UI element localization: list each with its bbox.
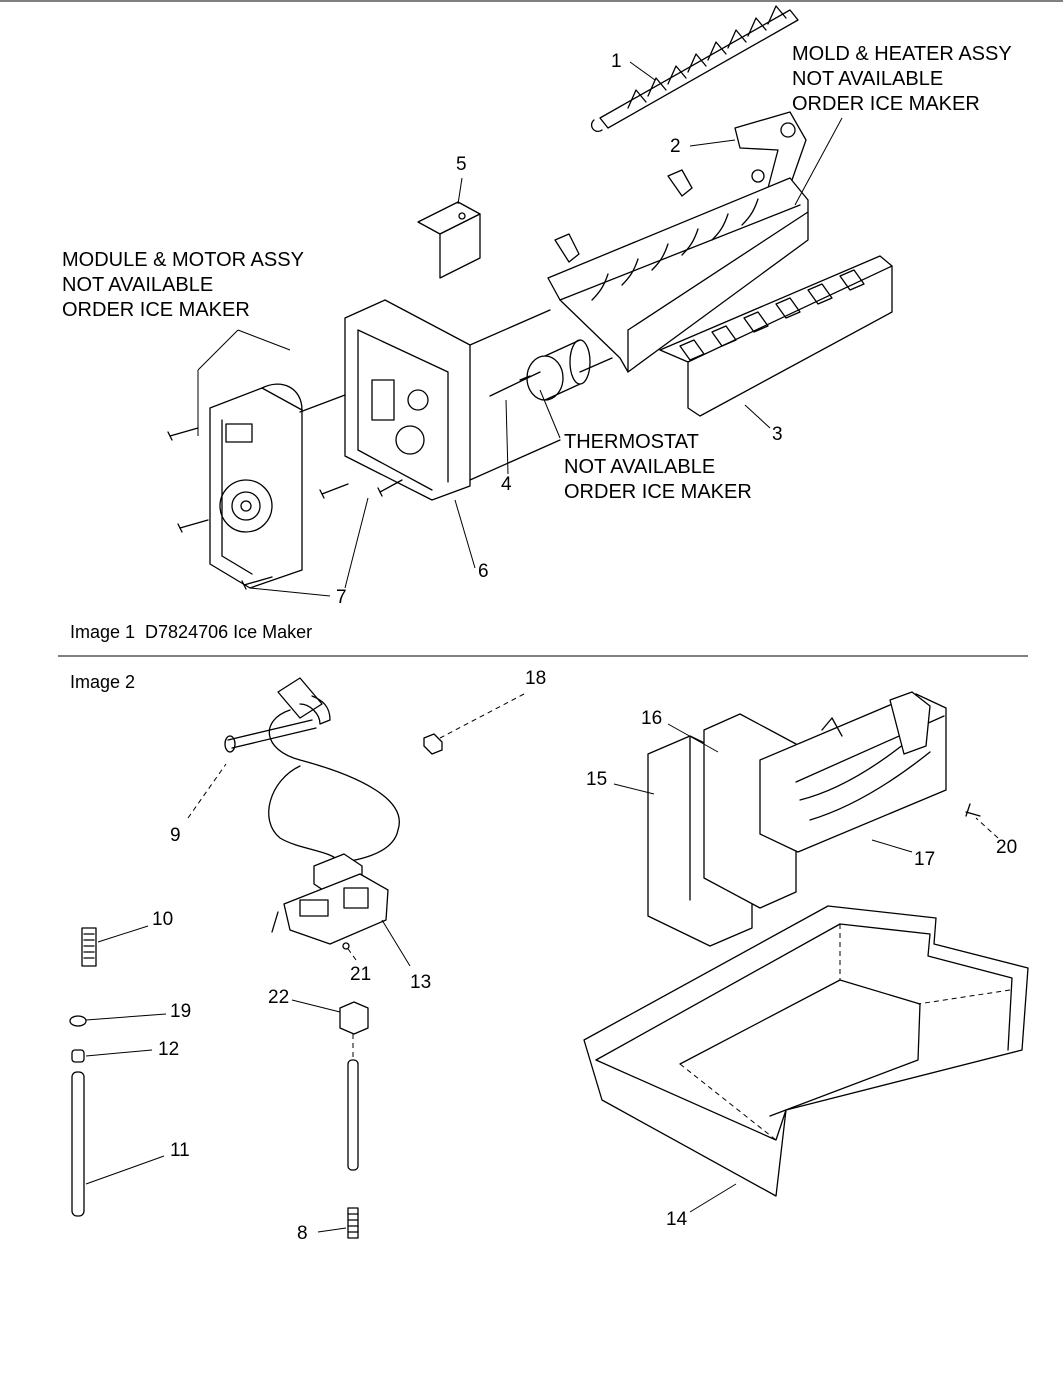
callout-3: 3 — [772, 424, 783, 445]
module-note-line-3: ORDER ICE MAKER — [62, 299, 250, 321]
callout-9: 9 — [170, 825, 181, 846]
image1-caption: Image 1 D7824706 Ice Maker — [70, 622, 312, 642]
callout-22: 22 — [268, 987, 289, 1008]
thermostat-part — [489, 339, 613, 401]
thermostat-note-line-2: NOT AVAILABLE — [564, 456, 715, 478]
control-housing-part — [344, 299, 561, 501]
mounting-bracket-part — [417, 201, 481, 279]
nut-rod-part — [339, 1001, 369, 1239]
module-note-line-1: MODULE & MOTOR ASSY — [62, 249, 304, 271]
image2-caption: Image 2 — [70, 672, 135, 692]
module-motor-part — [209, 383, 346, 589]
image2-leader-lines — [85, 693, 999, 1233]
callout-16: 16 — [641, 708, 662, 729]
ice-stripper-part — [659, 255, 893, 417]
mold-note-line-2: NOT AVAILABLE — [792, 68, 943, 90]
clip-part — [423, 733, 443, 755]
ring-part — [69, 1015, 87, 1027]
mold-note-line-3: ORDER ICE MAKER — [792, 93, 980, 115]
callout-8: 8 — [297, 1223, 308, 1244]
water-valve-assembly-part — [224, 677, 400, 950]
ice-bucket-part — [583, 905, 1029, 1197]
callout-17: 17 — [914, 849, 935, 870]
ejector-blade-part — [590, 5, 799, 133]
callout-13: 13 — [410, 972, 431, 993]
callout-15: 15 — [586, 769, 607, 790]
screw-part — [965, 803, 981, 817]
callout-11: 11 — [170, 1140, 190, 1161]
ice-mold-part — [547, 169, 809, 373]
screw-set-part — [167, 427, 403, 590]
callout-21: 21 — [350, 964, 371, 985]
callout-2: 2 — [670, 136, 681, 157]
callout-19: 19 — [170, 1001, 191, 1022]
coil-part — [81, 927, 97, 967]
callout-1: 1 — [611, 51, 622, 72]
callout-10: 10 — [152, 909, 173, 930]
callout-4: 4 — [501, 474, 512, 495]
mold-note-line-1: MOLD & HEATER ASSY — [792, 43, 1012, 65]
icemaker-assembly-part — [647, 691, 947, 947]
callout-12: 12 — [158, 1039, 179, 1060]
thermostat-note-line-1: THERMOSTAT — [564, 431, 699, 453]
callout-6: 6 — [478, 561, 489, 582]
cap-part — [71, 1049, 85, 1063]
callout-14: 14 — [666, 1209, 688, 1230]
thermostat-note-line-3: ORDER ICE MAKER — [564, 481, 752, 503]
module-note-line-2: NOT AVAILABLE — [62, 274, 213, 296]
image1-leader-lines — [197, 61, 843, 597]
callout-7: 7 — [336, 587, 347, 608]
callout-20: 20 — [996, 837, 1017, 858]
callout-5: 5 — [456, 154, 467, 175]
callout-18: 18 — [525, 668, 546, 689]
tube-part — [71, 1071, 85, 1217]
